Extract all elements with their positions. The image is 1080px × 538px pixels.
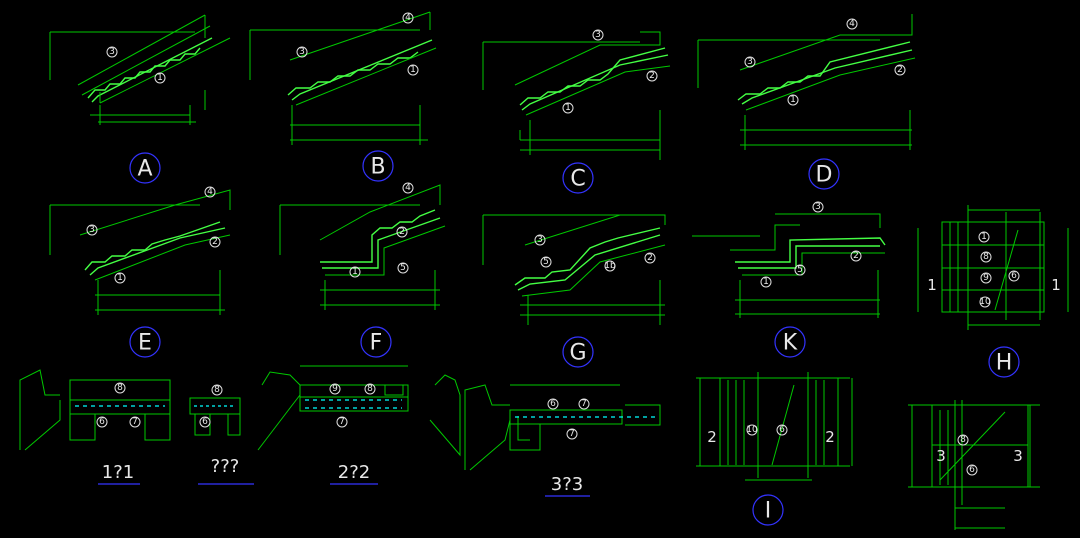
stair-detail-f: 4 2 5 1 [279, 182, 446, 310]
stair-detail-g: 3 5 2 1b [482, 214, 666, 325]
stair-detail-k: 3 2 5 1 [692, 201, 886, 318]
label-e: E [138, 331, 152, 356]
section-label-2-2: 2?2 [338, 462, 370, 483]
mark-3: 3 [299, 47, 305, 57]
mark-8: 8 [117, 383, 123, 393]
mark-3: 3 [537, 235, 543, 245]
label-circle-i [752, 494, 784, 526]
label-a: A [137, 157, 152, 182]
mark-8: 8 [214, 385, 220, 395]
mark-4: 4 [405, 183, 411, 193]
section-3-3: 6 7 7 [464, 384, 661, 471]
mark-7: 7 [569, 429, 575, 439]
label-c: C [570, 167, 585, 192]
dim-1-right: 1 [1051, 276, 1061, 294]
mark-3: 3 [815, 202, 821, 212]
mark-6: 6 [1011, 271, 1017, 281]
label-g: G [569, 341, 586, 366]
mark-9: 9 [332, 384, 338, 394]
stair-detail-b: 3 4 1 [249, 11, 437, 145]
mark-1: 1 [763, 277, 769, 287]
section-label-1-1: 1?1 [102, 462, 134, 483]
mark-10: 10 [979, 297, 991, 307]
mark-9: 9 [983, 273, 989, 283]
mark-6: 6 [99, 417, 105, 427]
plan-detail-h: 1 8 9 6 10 1 1 [917, 205, 1069, 330]
stair-detail-d: 4 3 2 1 [697, 14, 916, 150]
label-circle-f [360, 326, 392, 358]
plan-detail-i: 10 6 2 2 [696, 372, 853, 481]
section-label-qqq: ??? [211, 456, 240, 477]
mark-2: 2 [853, 251, 859, 261]
mark-7: 7 [581, 399, 587, 409]
stair-detail-e: 4 3 2 1 [49, 186, 231, 315]
mark-6: 6 [779, 425, 785, 435]
label-circle-g [562, 336, 594, 368]
mark-3: 3 [109, 47, 115, 57]
mark-5: 5 [400, 263, 406, 273]
stair-detail-c: 3 2 1 [482, 29, 671, 160]
label-circle-c [562, 162, 594, 194]
mark-6: 6 [969, 465, 975, 475]
label-i: I [765, 499, 772, 524]
mark-1: 1 [157, 73, 163, 83]
mark-2: 2 [399, 227, 405, 237]
section-label-3-3: 3?3 [551, 474, 583, 495]
mark-2: 2 [647, 253, 653, 263]
mark-1: 1 [790, 95, 796, 105]
dim-2-left: 2 [707, 428, 717, 446]
stair-detail-a: 3 1 [49, 14, 231, 125]
mark-4: 4 [405, 13, 411, 23]
mark-10: 10 [746, 425, 758, 435]
mark-6: 6 [202, 417, 208, 427]
mark-2: 2 [897, 65, 903, 75]
plan-detail-j: 8 6 3 3 [908, 400, 1040, 530]
mark-1: 1 [352, 267, 358, 277]
mark-6: 6 [550, 399, 556, 409]
label-k: K [783, 331, 798, 356]
label-circle-k [774, 326, 806, 358]
label-circle-a [129, 152, 161, 184]
label-b: B [370, 155, 385, 180]
mark-1: 1 [565, 103, 571, 113]
mark-3: 3 [747, 57, 753, 67]
mark-2: 2 [212, 237, 218, 247]
label-circle-h [988, 346, 1020, 378]
mark-1: 1 [981, 232, 987, 242]
mark-5: 5 [543, 257, 549, 267]
section-1-1: 8 6 7 [19, 369, 171, 451]
mark-1: 1 [410, 65, 416, 75]
mark-1b: 1b [604, 261, 616, 271]
section-small: 8 6 [189, 384, 241, 436]
label-circle-e [129, 326, 161, 358]
label-f: F [370, 331, 383, 356]
mark-3: 3 [595, 30, 601, 40]
mark-8: 8 [367, 384, 373, 394]
label-circle-b [362, 150, 394, 182]
mark-7: 7 [132, 417, 138, 427]
label-circle-d [808, 158, 840, 190]
dim-2-right: 2 [825, 428, 835, 446]
dim-3-left: 3 [936, 447, 946, 465]
label-h: H [996, 351, 1013, 376]
mark-8: 8 [983, 252, 989, 262]
mark-5: 5 [797, 265, 803, 275]
section-2-2: 9 8 7 [257, 365, 461, 457]
mark-4: 4 [207, 187, 213, 197]
mark-2: 2 [649, 71, 655, 81]
mark-4: 4 [849, 19, 855, 29]
mark-7: 7 [339, 417, 345, 427]
mark-1: 1 [117, 273, 123, 283]
mark-8: 8 [960, 435, 966, 445]
dim-1-left: 1 [927, 276, 937, 294]
label-d: D [816, 163, 833, 188]
mark-3: 3 [89, 225, 95, 235]
dim-3-right: 3 [1013, 447, 1023, 465]
